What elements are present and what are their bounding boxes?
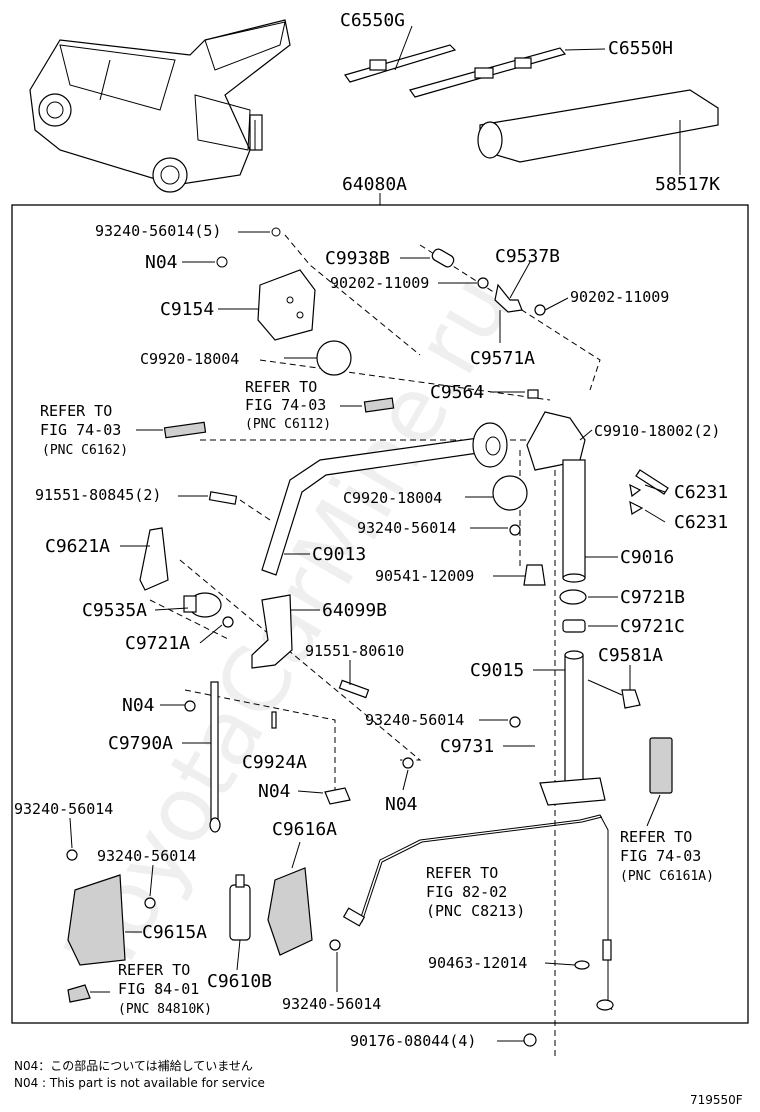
callout-c9616a: C9616A bbox=[272, 819, 337, 840]
callout-c6231-a: C6231 bbox=[674, 482, 728, 503]
leader-lines bbox=[69, 25, 681, 1042]
callout-n04-b: N04 bbox=[122, 695, 155, 716]
wire-harness bbox=[342, 814, 614, 1011]
figure-id: 719550F bbox=[690, 1093, 743, 1107]
footnote-japanese: N04：この部品については補給していません bbox=[14, 1058, 253, 1073]
callout-c9016: C9016 bbox=[620, 547, 674, 568]
callout-c9537b: C9537B bbox=[495, 246, 560, 267]
footnote-english: N04 : This part is not available for ser… bbox=[14, 1076, 265, 1090]
bolt-91551-80610 bbox=[338, 679, 370, 699]
callout-c6550h: C6550H bbox=[608, 38, 673, 59]
callout-c9610b: C9610B bbox=[207, 971, 272, 992]
ref-74-03-b-line1: REFER TO bbox=[40, 402, 112, 420]
callout-c9910-18002: C9910-18002(2) bbox=[594, 422, 720, 440]
cover-c9615a bbox=[67, 874, 126, 966]
callout-c9924a: C9924A bbox=[242, 752, 307, 773]
callout-93240-56014-b: 93240-56014 bbox=[365, 711, 464, 729]
ref-74-03-a-line1: REFER TO bbox=[245, 378, 317, 396]
callout-c9571a: C9571A bbox=[470, 348, 535, 369]
ref-74-03-c-line2: FIG 74-03 bbox=[620, 847, 701, 865]
ref-74-03-a-line2: FIG 74-03 bbox=[245, 396, 326, 414]
callout-64080a: 64080A bbox=[342, 174, 407, 195]
small-hardware bbox=[66, 248, 669, 1047]
callout-58517k: 58517K bbox=[655, 174, 720, 195]
callout-93240-56014-c: 93240-56014 bbox=[14, 800, 113, 818]
ref-part-84810k bbox=[67, 984, 91, 1003]
ref-part-c6112 bbox=[363, 397, 395, 413]
ref-74-03-c-line3: (PNC C6161A) bbox=[620, 869, 714, 884]
callout-n04-c: N04 bbox=[258, 781, 291, 802]
callout-n04-a: N04 bbox=[145, 252, 178, 273]
disc-c9920-b bbox=[492, 475, 528, 511]
ref-74-03-c-line1: REFER TO bbox=[620, 828, 692, 846]
ref-82-02-line1: REFER TO bbox=[426, 864, 498, 882]
ref-part-c6162 bbox=[163, 421, 207, 439]
callout-c9564: C9564 bbox=[430, 382, 484, 403]
ref-84-01-line2: FIG 84-01 bbox=[118, 980, 199, 998]
callout-c9581a: C9581A bbox=[598, 645, 663, 666]
callout-c9920-18004-b: C9920-18004 bbox=[343, 489, 442, 507]
callout-c9621a: C9621A bbox=[45, 536, 110, 557]
callout-90202-11009-b: 90202-11009 bbox=[570, 288, 669, 306]
callout-90463-12014: 90463-12014 bbox=[428, 954, 527, 972]
jack-handle bbox=[261, 422, 508, 576]
callout-93240-56014-d: 93240-56014 bbox=[97, 847, 196, 865]
callout-c9920-18004-a: C9920-18004 bbox=[140, 350, 239, 368]
callout-c9731: C9731 bbox=[440, 736, 494, 757]
ref-82-02-line2: FIG 82-02 bbox=[426, 883, 507, 901]
callout-93240-56014-e: 93240-56014 bbox=[282, 995, 381, 1013]
callout-90541-12009: 90541-12009 bbox=[375, 567, 474, 585]
callout-c9938b: C9938B bbox=[325, 248, 390, 269]
callout-91551-80845: 91551-80845(2) bbox=[35, 486, 161, 504]
bracket-c9621a bbox=[139, 527, 169, 591]
callout-c9154: C9154 bbox=[160, 299, 214, 320]
disc-c9920-a bbox=[316, 340, 352, 376]
tie-down-straps bbox=[344, 44, 567, 98]
motor-c9535a bbox=[183, 592, 222, 618]
callout-c9535a: C9535A bbox=[82, 600, 147, 621]
ref-74-03-b-line3: (PNC C6162) bbox=[42, 443, 128, 458]
ref-part-c6161a bbox=[649, 737, 673, 794]
ref-74-03-a-line3: (PNC C6112) bbox=[245, 417, 331, 432]
callout-90176-08044: 90176-08044(4) bbox=[350, 1032, 476, 1050]
vehicle-illustration bbox=[29, 19, 291, 193]
callout-c6231-b: C6231 bbox=[674, 512, 728, 533]
callout-c9721b: C9721B bbox=[620, 587, 685, 608]
callout-91551-80610: 91551-80610 bbox=[305, 642, 404, 660]
callout-93240-56014-5: 93240-56014(5) bbox=[95, 222, 221, 240]
jack-handle-bracket bbox=[216, 227, 316, 341]
cover-c9616a bbox=[267, 867, 313, 956]
callout-93240-56014-a: 93240-56014 bbox=[357, 519, 456, 537]
callout-c9015: C9015 bbox=[470, 660, 524, 681]
bracket-64099b bbox=[251, 594, 293, 669]
callout-n04-d: N04 bbox=[385, 794, 418, 815]
callout-c9790a: C9790A bbox=[108, 733, 173, 754]
clip-c9610b bbox=[229, 874, 251, 941]
ref-84-01-line1: REFER TO bbox=[118, 961, 190, 979]
jack-base bbox=[539, 650, 641, 806]
luggage-mat bbox=[477, 89, 719, 163]
callout-c9615a: C9615A bbox=[142, 922, 207, 943]
callout-90202-11009-a: 90202-11009 bbox=[330, 274, 429, 292]
ref-74-03-b-line2: FIG 74-03 bbox=[40, 421, 121, 439]
callout-c6550g: C6550G bbox=[340, 10, 405, 31]
ref-82-02-line3: (PNC C8213) bbox=[426, 902, 525, 920]
callout-c9013: C9013 bbox=[312, 544, 366, 565]
callout-64099b: 64099B bbox=[322, 600, 387, 621]
strap-c9790a bbox=[209, 681, 221, 833]
ref-84-01-line3: (PNC 84810K) bbox=[118, 1002, 212, 1017]
callout-c9721c: C9721C bbox=[620, 616, 685, 637]
jack-head bbox=[526, 411, 586, 583]
callout-c9721a: C9721A bbox=[125, 633, 190, 654]
